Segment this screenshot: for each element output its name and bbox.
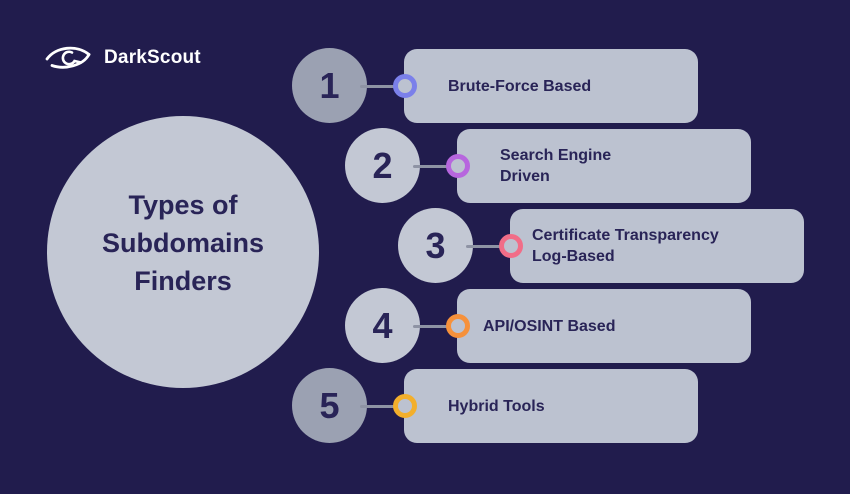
step-4-number-circle: 4 xyxy=(345,288,420,363)
step-3-connector xyxy=(466,245,506,248)
page-title-line-1: Types of xyxy=(128,190,238,220)
step-1-connector xyxy=(360,85,400,88)
page-title-line-2: Subdomains xyxy=(101,228,264,258)
brand-logo: DarkScout xyxy=(44,42,201,73)
step-1-label: Brute-Force Based xyxy=(448,77,592,95)
step-1-card: Brute-Force Based xyxy=(404,49,698,123)
step-3-card: Certificate Transparency Log-Based xyxy=(510,209,804,283)
step-4-label: API/OSINT Based xyxy=(483,317,616,335)
step-5-card: Hybrid Tools xyxy=(404,369,698,443)
step-5-number-circle: 5 xyxy=(292,368,367,443)
step-5-connector xyxy=(360,405,400,408)
step-2-number-circle: 2 xyxy=(345,128,420,203)
step-4-number: 4 xyxy=(372,304,393,346)
step-5-label: Hybrid Tools xyxy=(448,397,545,415)
step-4-card: API/OSINT Based xyxy=(457,289,751,363)
step-2-bullet-ring xyxy=(446,154,470,178)
step-2-number: 2 xyxy=(372,144,393,186)
step-3-label: Certificate Transparency Log-Based xyxy=(532,227,719,265)
step-4-connector xyxy=(413,325,453,328)
step-3-number-circle: 3 xyxy=(398,208,473,283)
step-3-number: 3 xyxy=(425,224,446,266)
step-5-bullet-ring xyxy=(393,394,417,418)
step-1-number: 1 xyxy=(319,64,340,106)
step-1-bullet-ring xyxy=(393,74,417,98)
step-2-card: Search Engine Driven xyxy=(457,129,751,203)
step-3-bullet-ring xyxy=(499,234,523,258)
step-5-number: 5 xyxy=(319,384,340,426)
step-2-label: Search Engine Driven xyxy=(500,147,612,185)
eye-icon xyxy=(44,42,92,73)
brand-name: DarkScout xyxy=(104,46,201,68)
step-1-number-circle: 1 xyxy=(292,48,367,123)
page-title-line-3: Finders xyxy=(134,266,232,296)
step-4-bullet-ring xyxy=(446,314,470,338)
step-2-connector xyxy=(413,165,453,168)
title-circle: Types of Subdomains Finders xyxy=(47,116,319,388)
